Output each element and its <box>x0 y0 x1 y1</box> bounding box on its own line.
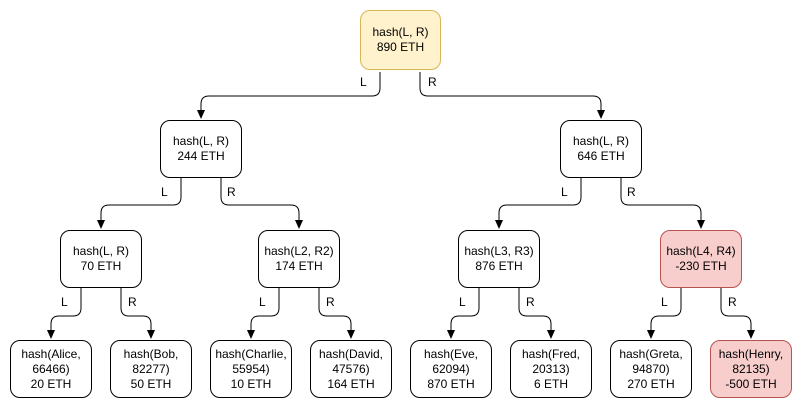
edge-label-l2right-right: R <box>626 185 637 199</box>
tree-node-level3-3: hash(L3, R3) 876 ETH <box>458 230 540 288</box>
edge-label-l3c-left: L <box>458 295 467 309</box>
edge-label-l3d-left: L <box>660 295 669 309</box>
node-value-label: 10 ETH <box>230 376 272 391</box>
edge-l2left-right <box>220 178 303 229</box>
tree-node-level3-2: hash(L2, R2) 174 ETH <box>258 230 340 288</box>
edge-label-l3d-right: R <box>727 295 738 309</box>
edge-root-left <box>197 72 381 119</box>
tree-node-leaf-fred: hash(Fred, 20313) 6 ETH <box>510 340 592 398</box>
edge-label-l3c-right: R <box>525 295 536 309</box>
edge-label-l2left-right: R <box>226 185 237 199</box>
tree-node-level2-left: hash(L, R) 244 ETH <box>160 120 242 178</box>
node-value-label: 646 ETH <box>577 149 625 163</box>
edge-label-l2right-left: L <box>560 185 569 199</box>
tree-node-level3-4-negative: hash(L4, R4) -230 ETH <box>660 230 742 288</box>
edge-l3d-left <box>647 288 682 339</box>
tree-node-root: hash(L, R) 890 ETH <box>360 10 441 70</box>
node-hash-label: hash(Greta, 94870) <box>619 346 683 376</box>
edge-label-l3b-right: R <box>325 295 336 309</box>
node-value-label: 876 ETH <box>475 259 523 273</box>
node-hash-label: hash(Eve, 62094) <box>423 346 479 376</box>
node-hash-label: hash(L3, R3) <box>464 244 534 258</box>
node-hash-label: hash(Alice, 66466) <box>21 346 81 376</box>
node-hash-label: hash(L, R) <box>72 244 130 258</box>
edge-label-l3b-left: L <box>258 295 267 309</box>
edge-l2left-left <box>97 178 182 229</box>
node-hash-label: hash(L, R) <box>172 134 230 148</box>
node-hash-label: hash(Charlie, 55954) <box>215 346 287 376</box>
edge-l3c-left <box>447 288 480 339</box>
node-value-label: -500 ETH <box>725 376 777 391</box>
edge-label-root-right: R <box>427 75 438 89</box>
tree-node-leaf-charlie: hash(Charlie, 55954) 10 ETH <box>210 340 292 398</box>
node-value-label: 870 ETH <box>427 376 475 391</box>
tree-node-leaf-eve: hash(Eve, 62094) 870 ETH <box>410 340 492 398</box>
tree-node-leaf-greta: hash(Greta, 94870) 270 ETH <box>610 340 692 398</box>
tree-node-leaf-david: hash(David, 47576) 164 ETH <box>310 340 392 398</box>
node-value-label: 70 ETH <box>80 259 122 273</box>
edge-label-root-left: L <box>359 75 368 89</box>
edge-l3b-left <box>247 288 280 339</box>
edge-l3a-left <box>47 288 82 339</box>
edge-label-l2left-left: L <box>160 185 169 199</box>
node-value-label: 50 ETH <box>130 376 172 391</box>
node-hash-label: hash(Bob, 82277) <box>123 346 179 376</box>
node-hash-label: hash(David, 47576) <box>318 346 384 376</box>
node-value-label: 6 ETH <box>533 376 568 391</box>
tree-node-leaf-alice: hash(Alice, 66466) 20 ETH <box>10 340 92 398</box>
node-value-label: 890 ETH <box>376 40 425 54</box>
edge-l3c-right <box>518 288 555 339</box>
edge-root-right <box>419 72 605 119</box>
tree-node-leaf-bob: hash(Bob, 82277) 50 ETH <box>110 340 192 398</box>
edge-l3a-right <box>120 288 155 339</box>
node-value-label: 270 ETH <box>627 376 675 391</box>
node-hash-label: hash(L4, R4) <box>666 244 736 258</box>
edge-l2right-left <box>495 178 582 229</box>
edge-label-l3a-right: R <box>127 295 138 309</box>
node-value-label: 20 ETH <box>30 376 72 391</box>
edge-l3b-right <box>318 288 355 339</box>
node-value-label: -230 ETH <box>675 259 727 273</box>
node-hash-label: hash(Henry, 82135) <box>718 346 784 376</box>
node-value-label: 174 ETH <box>275 259 323 273</box>
node-hash-label: hash(Fred, 20313) <box>521 346 581 376</box>
node-hash-label: hash(L2, R2) <box>264 244 334 258</box>
node-value-label: 164 ETH <box>327 376 375 391</box>
edge-l2right-right <box>620 178 705 229</box>
edge-l3d-right <box>720 288 755 339</box>
node-value-label: 244 ETH <box>177 149 225 163</box>
edge-label-l3a-left: L <box>60 295 69 309</box>
tree-node-level3-1: hash(L, R) 70 ETH <box>60 230 142 288</box>
tree-node-leaf-henry-negative: hash(Henry, 82135) -500 ETH <box>710 340 792 398</box>
tree-node-level2-right: hash(L, R) 646 ETH <box>560 120 642 178</box>
node-hash-label: hash(L, R) <box>372 25 429 39</box>
node-hash-label: hash(L, R) <box>572 134 630 148</box>
